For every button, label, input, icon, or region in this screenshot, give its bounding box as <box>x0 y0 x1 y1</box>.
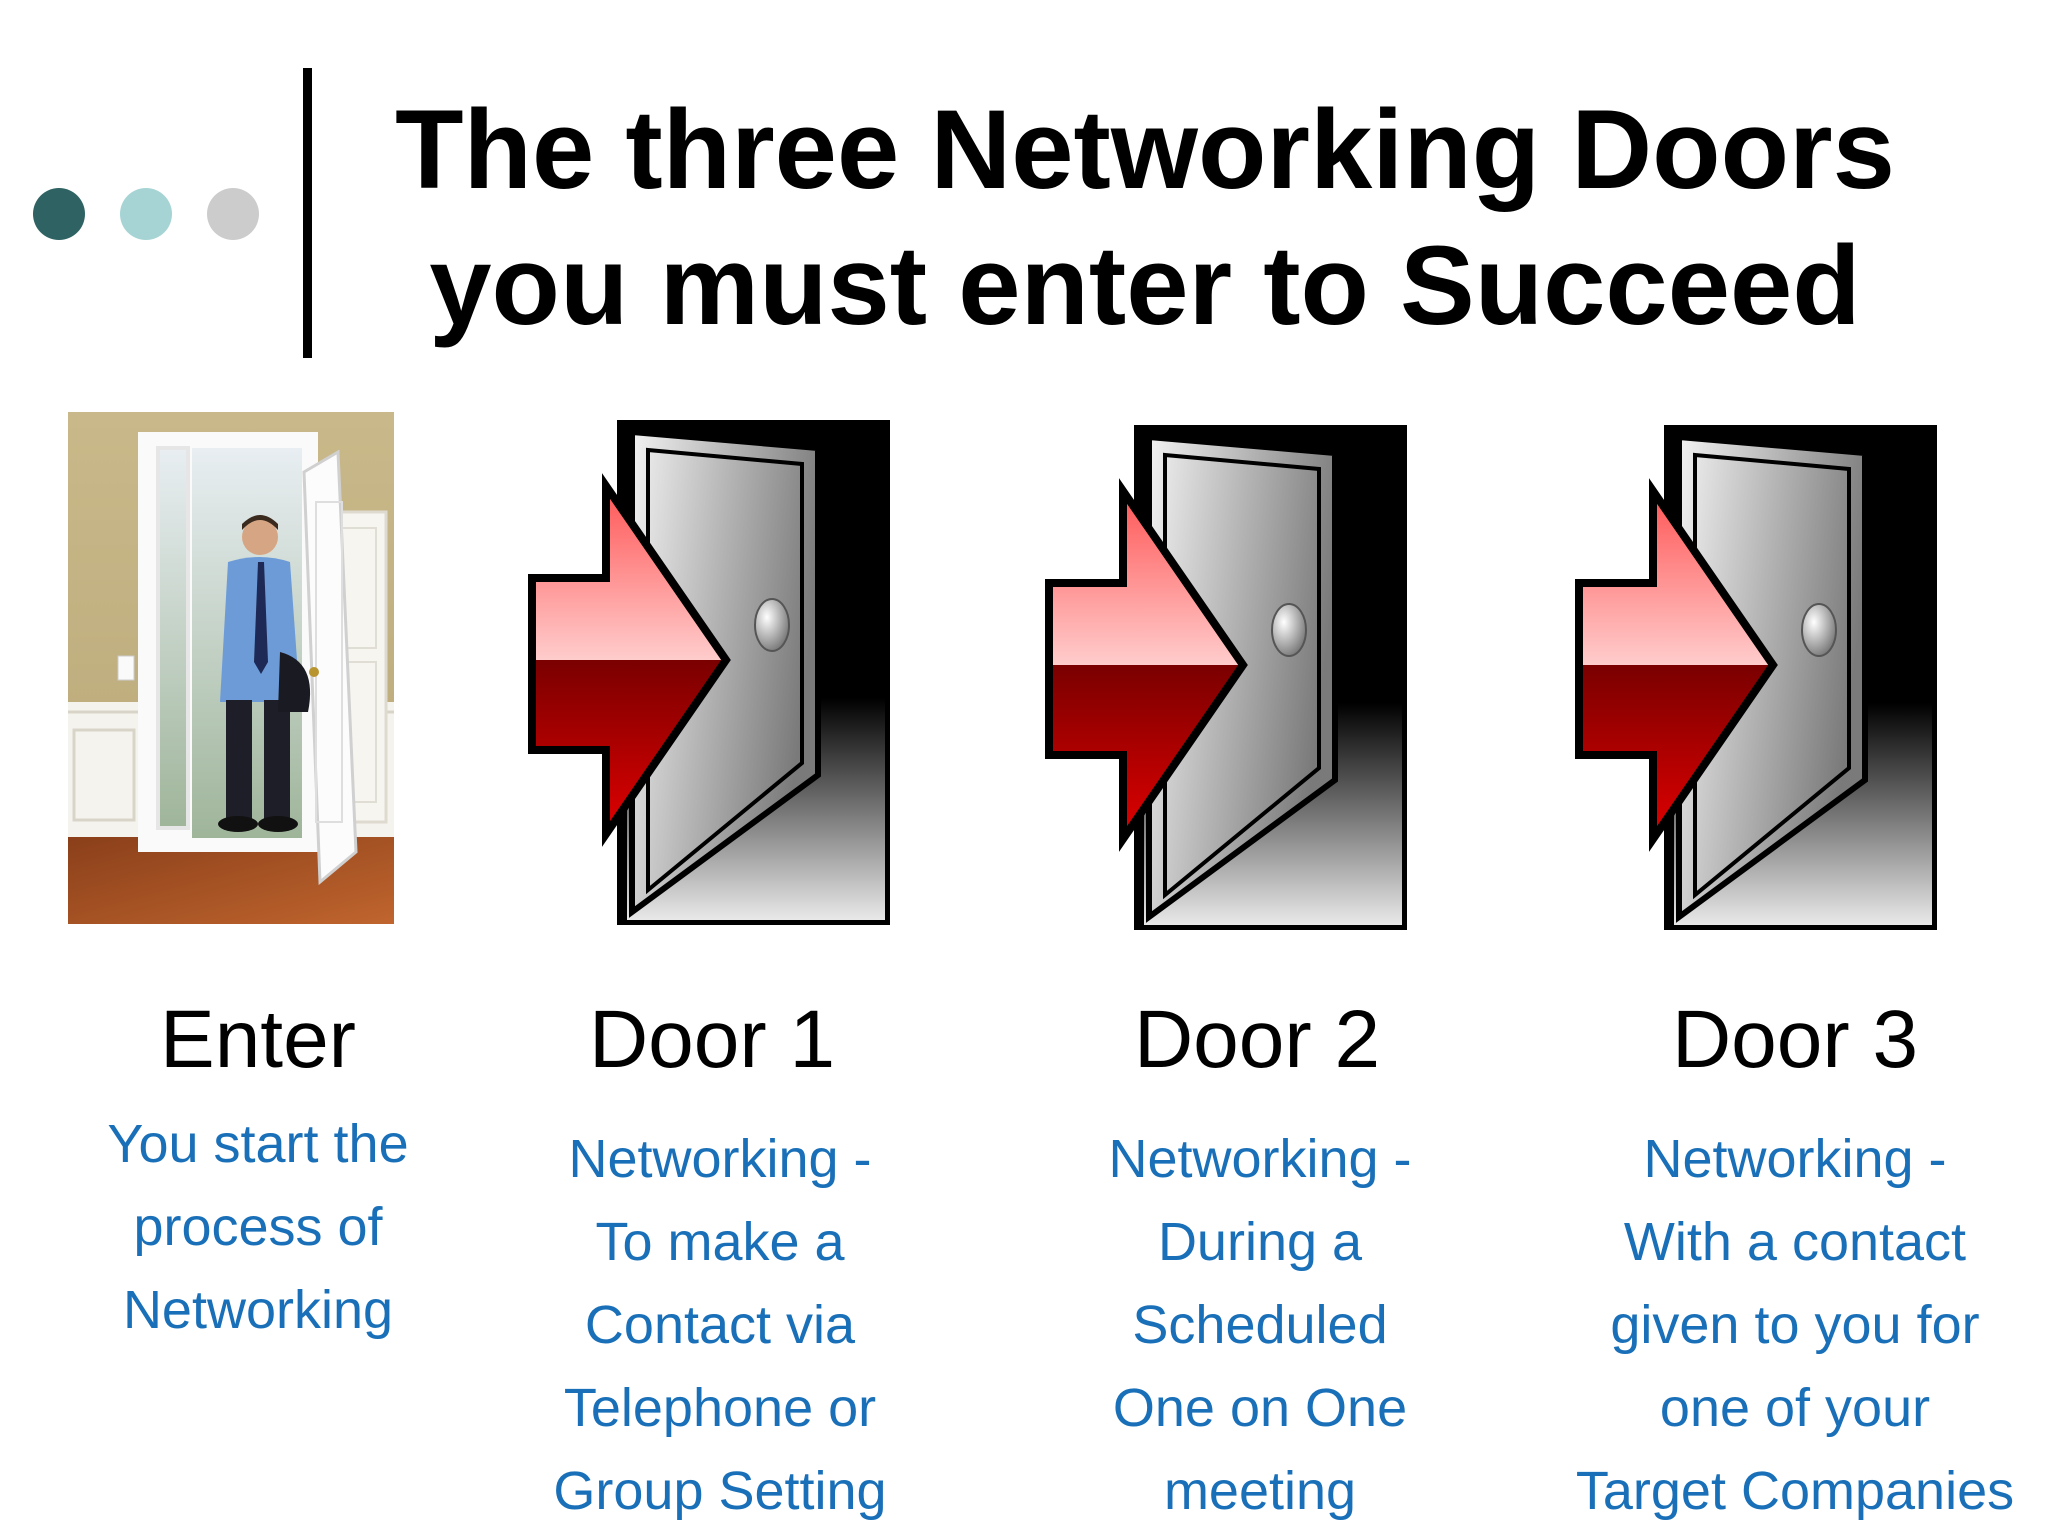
description-line: Networking - <box>1643 1129 1947 1189</box>
slide-title: The three Networking Doors you must ente… <box>330 82 1960 354</box>
decor-dot-gray <box>207 188 259 240</box>
description-line: given to you for <box>1610 1295 1980 1355</box>
column-heading-enter: Enter <box>160 994 356 1085</box>
description-line: You start the <box>107 1114 409 1174</box>
column-heading-door-2: Door 2 <box>1133 994 1381 1085</box>
column-heading-door-1: Door 1 <box>588 994 836 1085</box>
description-line: Group Setting <box>553 1461 887 1521</box>
description-line: Networking <box>122 1280 394 1340</box>
description-line: Scheduled <box>1132 1295 1388 1355</box>
slide-title-line-1: The three Networking Doors <box>395 87 1895 212</box>
description-line: During a <box>1157 1212 1363 1272</box>
description-line: meeting <box>1163 1461 1357 1521</box>
door-2-icon <box>1043 425 1407 930</box>
description-line: process of <box>133 1197 383 1257</box>
decor-dot-dark <box>33 188 85 240</box>
door-3-icon <box>1573 425 1937 930</box>
decor-dot-light <box>120 188 172 240</box>
description-line: To make a <box>595 1212 845 1272</box>
description-line: Contact via <box>584 1295 856 1355</box>
description-line: one of your <box>1659 1378 1931 1438</box>
column-description-door-1: Networking - To make a Contact via Telep… <box>510 1118 930 1533</box>
title-divider <box>303 68 312 358</box>
column-description-door-2: Networking - During a Scheduled One on O… <box>1050 1118 1470 1533</box>
description-line: One on One <box>1112 1378 1408 1438</box>
description-line: Networking - <box>568 1129 872 1189</box>
column-description-enter: You start the process of Networking <box>58 1103 458 1352</box>
description-line: Telephone or <box>563 1378 877 1438</box>
description-line: With a contact <box>1623 1212 1967 1272</box>
door-1-icon <box>526 420 890 925</box>
man-entering-doorway-photo <box>68 412 394 924</box>
description-line: Target Companies <box>1575 1461 2015 1521</box>
column-heading-door-3: Door 3 <box>1671 994 1919 1085</box>
slide-title-line-2: you must enter to Succeed <box>429 223 1861 348</box>
column-description-door-3: Networking - With a contact given to you… <box>1545 1118 2045 1533</box>
description-line: Networking - <box>1108 1129 1412 1189</box>
